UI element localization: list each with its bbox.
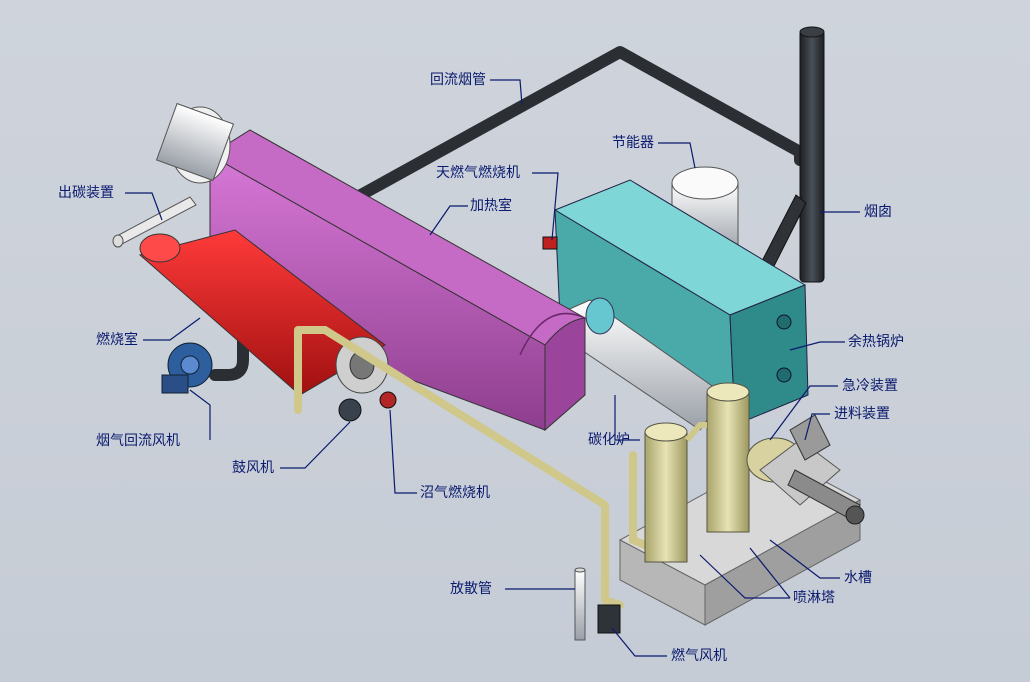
label-chimney: 烟囱 [864, 204, 892, 220]
spray-tower-1 [644, 422, 688, 563]
label-flue-gas-recirculation-fan: 烟气回流风机 [96, 433, 180, 449]
label-water-tank: 水槽 [844, 570, 872, 586]
label-carbon-discharge: 出碳装置 [58, 185, 114, 201]
label-combustion-chamber: 燃烧室 [96, 332, 138, 348]
label-feeding-device: 进料装置 [834, 406, 890, 422]
feeding-device [787, 414, 865, 525]
label-natural-gas-burner: 天燃气燃烧机 [436, 165, 520, 181]
label-heating-chamber: 加热室 [470, 198, 512, 214]
label-return-flue-pipe: 回流烟管 [430, 72, 486, 88]
label-blower: 鼓风机 [232, 460, 274, 476]
valve-icon [597, 604, 621, 634]
combustion-chamber [138, 229, 389, 396]
gas-pipe [294, 326, 624, 609]
chimney [759, 26, 825, 283]
label-spray-tower: 喷淋塔 [793, 590, 835, 606]
label-biogas-burner: 沼气燃烧机 [420, 485, 490, 501]
carbonization-furnace [538, 297, 726, 431]
label-vent-pipe: 放散管 [450, 581, 492, 597]
spray-tower-2 [706, 382, 750, 533]
burner-icon [338, 236, 558, 422]
label-carbonization-furnace: 碳化炉 [588, 432, 630, 448]
label-gas-fan: 燃气风机 [671, 648, 727, 664]
label-quench-device: 急冷装置 [842, 378, 898, 394]
vent-pipe [574, 567, 586, 641]
label-economizer: 节能器 [612, 135, 654, 151]
blower-icon [161, 342, 213, 394]
leader-lines [125, 79, 860, 657]
carbon-discharge-device [112, 102, 235, 248]
label-waste-heat-boiler: 余热锅炉 [848, 334, 904, 350]
